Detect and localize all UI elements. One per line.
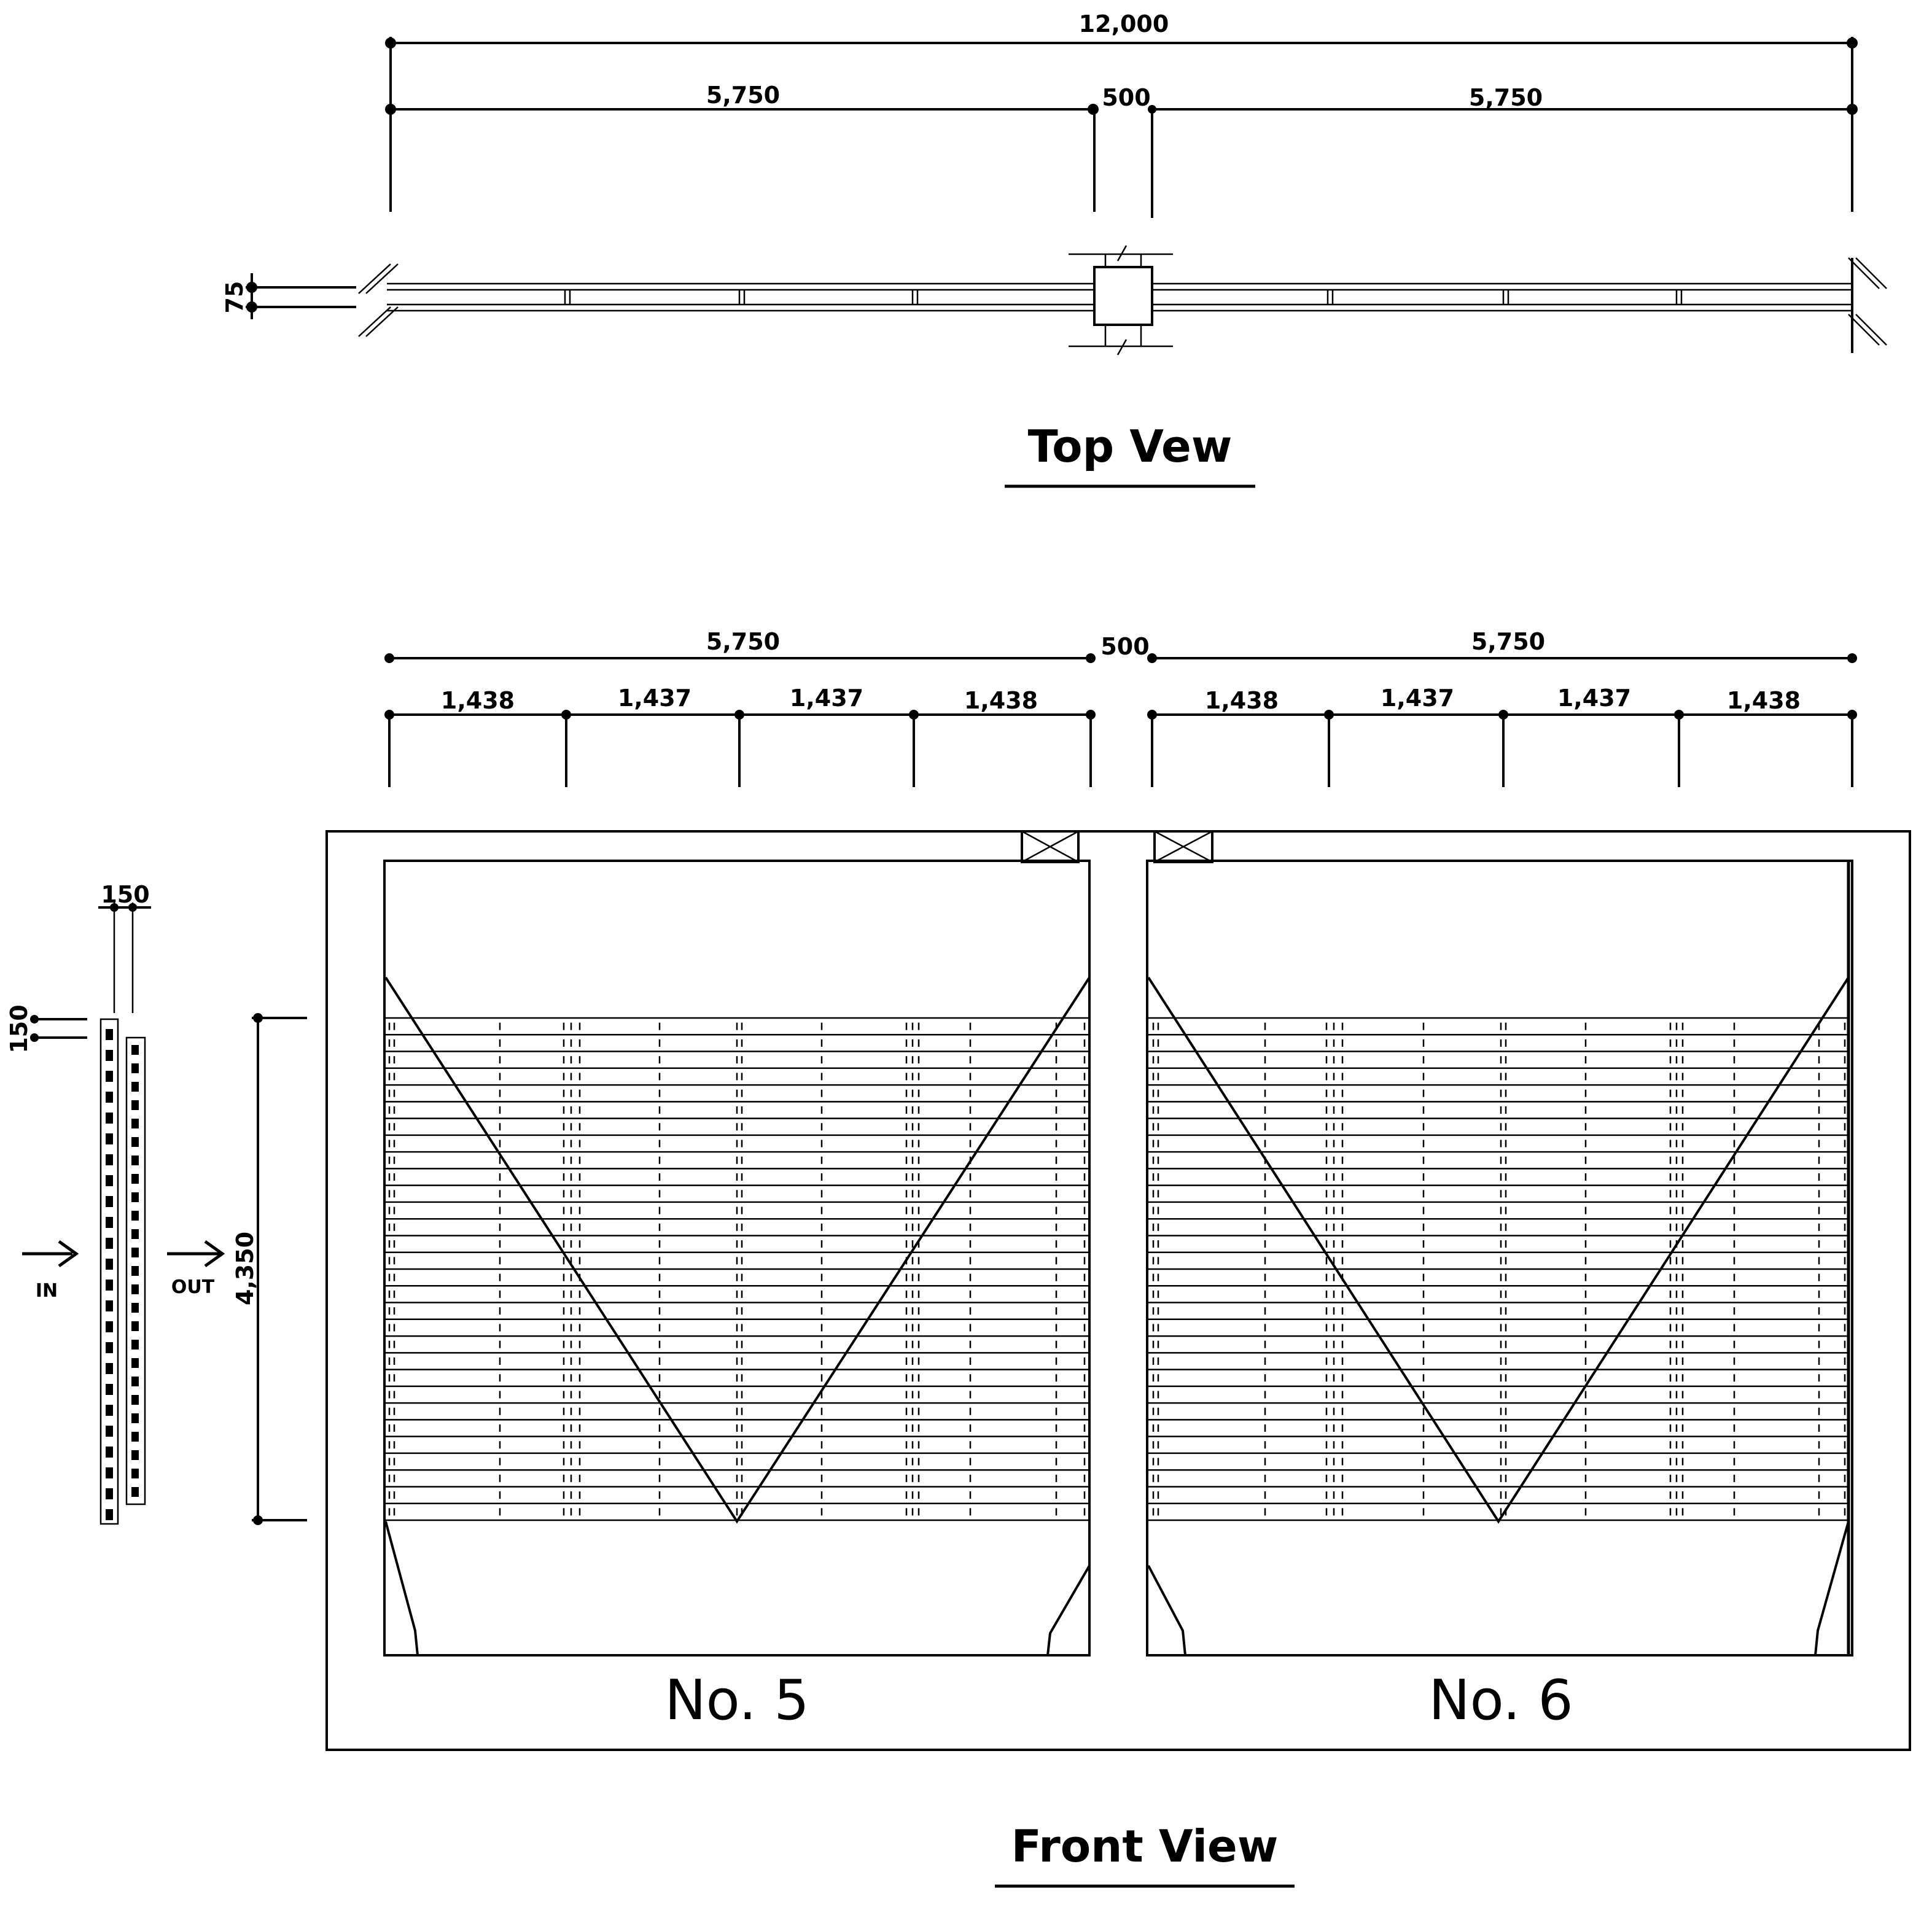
- dim-width-label: 150: [101, 881, 149, 908]
- dim-height: 4,350: [232, 1013, 307, 1525]
- front-view-title: Front View: [1011, 1820, 1279, 1872]
- unit-no5: No. 5: [383, 830, 1091, 1733]
- vent-box-left: [1021, 830, 1080, 863]
- dim-thickness-label: 75: [221, 281, 248, 314]
- dim-height-label: 4,350: [232, 1232, 259, 1305]
- dim-total-label: 12,000: [1079, 10, 1169, 37]
- wall-plan: [358, 245, 1887, 355]
- outer-frame: [325, 830, 1911, 1751]
- panel-dim-l4: 1,438: [964, 687, 1038, 714]
- dim-panel-row: 1,438 1,437 1,437 1,438 1,438 1,437 1,43…: [389, 685, 1852, 716]
- dim-thickness: 75: [221, 273, 356, 319]
- out-arrow: OUT: [167, 1240, 225, 1298]
- front-dim-right-label: 5,750: [1471, 628, 1545, 655]
- in-label: IN: [36, 1280, 58, 1302]
- panel-dim-l2: 1,437: [618, 685, 691, 712]
- top-view: 12,000 5,750 500 5,750 75: [221, 10, 1887, 488]
- dim-right-label: 5,750: [1469, 84, 1543, 111]
- wall-studs: [564, 290, 1683, 305]
- panel-dim-r3: 1,437: [1557, 685, 1631, 712]
- extension-lines: [389, 37, 1853, 218]
- dim-total: 12,000: [385, 10, 1858, 49]
- panel-dim-r2: 1,437: [1381, 685, 1454, 712]
- unit-no5-label: No. 5: [664, 1668, 809, 1733]
- dim-left-label: 5,750: [706, 82, 780, 109]
- vent-box-right: [1153, 830, 1213, 863]
- dim-span-row: 5,750 500 5,750: [384, 628, 1857, 663]
- unit-no6: No. 6: [1146, 830, 1853, 1733]
- out-label: OUT: [171, 1276, 215, 1298]
- dim-gap-label: 500: [1102, 84, 1150, 111]
- front-view: 5,750 500 5,750 1,438 1,437 1,437 1,438 …: [232, 628, 1911, 1888]
- dim-pitch-label: 150: [6, 1004, 33, 1053]
- dim-width: 150: [98, 881, 151, 1013]
- side-detail: 150 150 IN OUT: [6, 881, 225, 1525]
- dim-segments: 5,750 500 5,750: [385, 82, 1858, 115]
- panel-extension-lines: [384, 710, 1857, 787]
- side-panel-strips: [99, 1018, 146, 1525]
- panel-dim-l1: 1,438: [441, 687, 515, 714]
- dim-pitch: 150: [6, 1004, 87, 1054]
- in-arrow: IN: [22, 1240, 79, 1302]
- unit-no6-label: No. 6: [1428, 1668, 1573, 1733]
- front-dim-gap-label: 500: [1100, 633, 1149, 660]
- panel-dim-r1: 1,438: [1205, 687, 1279, 714]
- panel-dim-r4: 1,438: [1727, 687, 1801, 714]
- panel-dim-l3: 1,437: [790, 685, 863, 712]
- top-view-title: Top Vew: [1028, 421, 1233, 472]
- front-dim-left-label: 5,750: [706, 628, 780, 655]
